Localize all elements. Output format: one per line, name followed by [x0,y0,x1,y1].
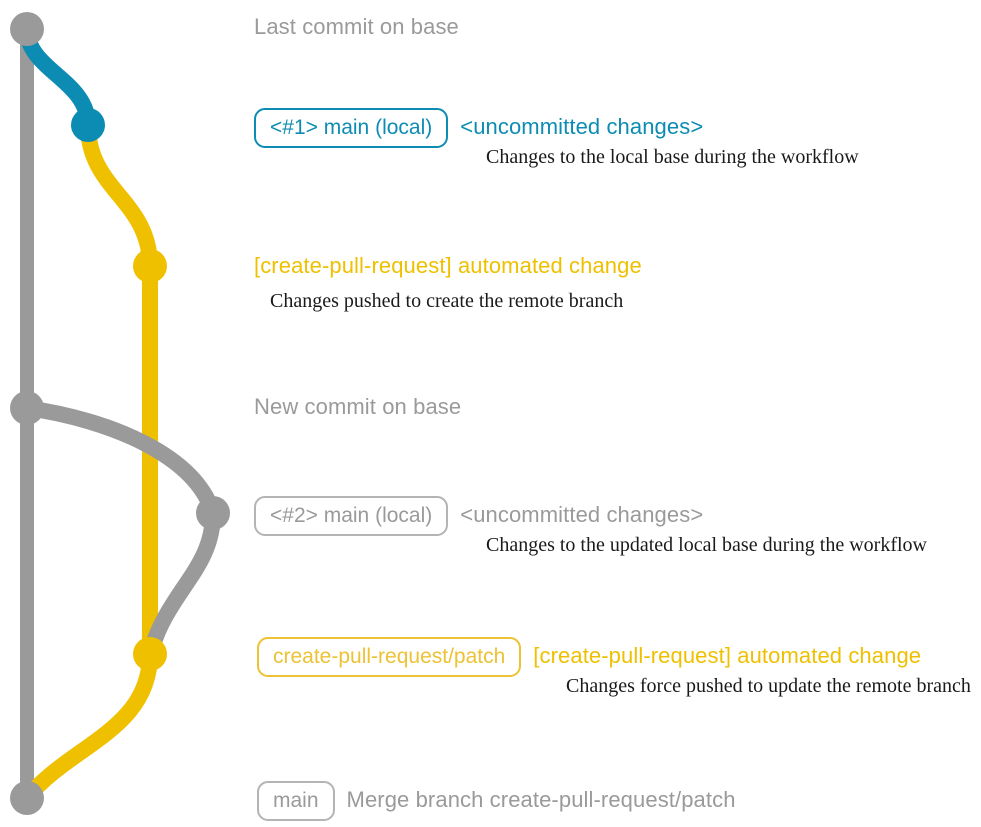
commit-description-automated-change-1: Changes pushed to create the remote bran… [270,290,624,312]
node-automated-change-1[interactable] [133,249,167,283]
commit-row-automated-change-2: create-pull-request/patch [create-pull-r… [257,637,921,677]
node-uncommitted-1[interactable] [71,108,105,142]
commit-subject: New commit on base [254,394,462,419]
ref-pill-main[interactable]: main [257,781,335,821]
ref-list: <#2> main (local) [254,496,449,536]
node-merge-commit[interactable] [10,781,44,815]
ref-list: <#1> main (local) [254,108,449,148]
commit-description-automated-change-2: Changes force pushed to update the remot… [566,675,971,697]
commit-subject: Merge branch create-pull-request/patch [346,787,736,812]
ref-list: create-pull-request/patch [257,637,522,677]
edge-local-1-to-patch-1 [80,117,158,274]
ref-list: main [257,781,335,821]
commit-row-new-commit-on-base: New commit on base [254,394,461,420]
commit-row-automated-change-1: [create-pull-request] automated change [254,253,642,279]
edge-base-to-local-1 [19,21,96,133]
edge-patch-2-to-merge [19,646,158,806]
commit-subject: Last commit on base [254,14,459,39]
commit-row-uncommitted-changes-1: <#1> main (local) <uncommitted changes> [254,108,703,148]
edge-local-2-to-patch-2 [142,505,221,662]
ref-pill-create-pull-request-patch[interactable]: create-pull-request/patch [257,637,522,677]
ref-pill-main-local-1[interactable]: <#1> main (local) [254,108,449,148]
commit-description-uncommitted-changes-1: Changes to the local base during the wor… [486,146,859,168]
node-uncommitted-2[interactable] [196,496,230,530]
ref-pill-main-local-2[interactable]: <#2> main (local) [254,496,449,536]
node-new-commit-on-base[interactable] [10,391,44,425]
commit-row-uncommitted-changes-2: <#2> main (local) <uncommitted changes> [254,496,703,536]
node-automated-change-2[interactable] [133,637,167,671]
edge-base-to-local-2 [19,400,221,521]
commit-subject: <uncommitted changes> [460,114,704,139]
commit-row-merge-commit: main Merge branch create-pull-request/pa… [257,781,736,821]
commit-subject: <uncommitted changes> [460,502,704,527]
commit-description-uncommitted-changes-2: Changes to the updated local base during… [486,534,927,556]
commit-row-last-commit-on-base: Last commit on base [254,14,459,40]
commit-subject: [create-pull-request] automated change [533,643,922,668]
node-last-commit-on-base[interactable] [10,12,44,46]
commit-subject: [create-pull-request] automated change [254,253,642,278]
